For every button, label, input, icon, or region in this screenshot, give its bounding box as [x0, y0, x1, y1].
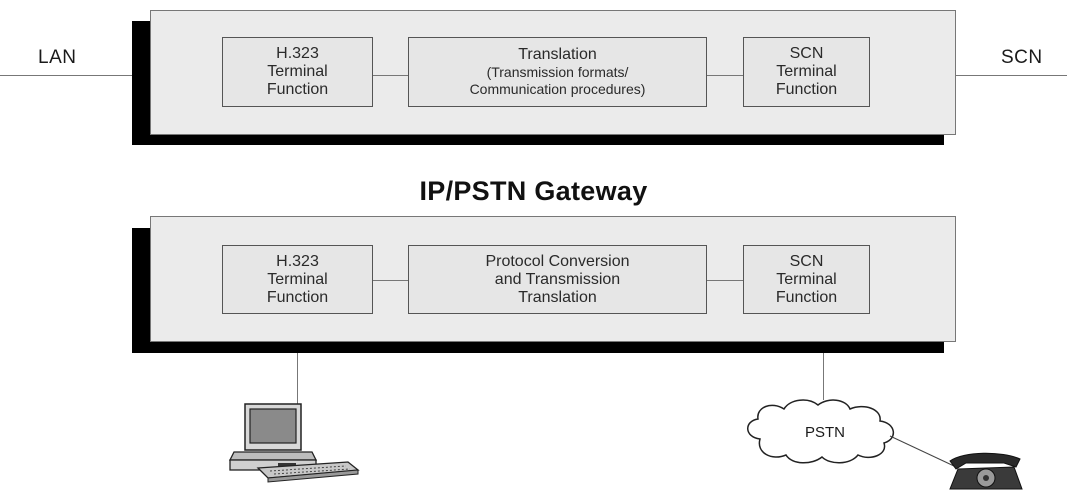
box-text-line: (Transmission formats/ — [486, 64, 629, 80]
lan-connection-line — [0, 75, 222, 76]
box-text-line: Terminal — [776, 63, 837, 80]
scn-label: SCN — [1001, 47, 1043, 68]
box-text-line: Terminal — [267, 270, 328, 288]
box-text-line: Protocol Conversion — [485, 252, 630, 270]
gateway-title: IP/PSTN Gateway — [419, 176, 648, 206]
box-text-line: SCN — [789, 45, 824, 62]
box-text-line: and Transmission — [494, 270, 621, 288]
bottom-h323-terminal-function-box: H.323 Terminal Function — [222, 245, 373, 314]
pstn-cloud-icon — [747, 399, 894, 464]
box-text-line: Function — [775, 288, 838, 306]
pstn-cloud-label: PSTN — [805, 424, 846, 441]
box-text-line: Translation — [518, 46, 597, 63]
top-link-line-2 — [707, 75, 743, 76]
box-text-line: Communication procedures) — [469, 81, 646, 97]
top-h323-terminal-function-box: H.323 Terminal Function — [222, 37, 373, 107]
top-translation-box: Translation (Transmission formats/ Commu… — [408, 37, 707, 107]
box-text-line: H.323 — [276, 45, 319, 62]
bottom-link-line-2 — [707, 280, 743, 281]
top-link-line-1 — [373, 75, 408, 76]
box-text-line: SCN — [789, 252, 824, 270]
phone-cord-line — [889, 435, 955, 467]
bottom-protocol-conversion-box: Protocol Conversion and Transmission Tra… — [408, 245, 707, 314]
rotary-telephone-icon — [949, 452, 1023, 490]
bottom-link-line-1 — [373, 280, 408, 281]
box-text-line: Terminal — [267, 63, 328, 80]
desktop-computer-icon — [228, 403, 360, 483]
bottom-scn-terminal-function-box: SCN Terminal Function — [743, 245, 870, 314]
box-text-line: H.323 — [276, 252, 319, 270]
box-text-line: Translation — [518, 288, 597, 306]
box-text-line: Terminal — [776, 270, 837, 288]
box-text-line: Function — [266, 288, 329, 306]
top-scn-terminal-function-box: SCN Terminal Function — [743, 37, 870, 107]
scn-connection-line — [870, 75, 1067, 76]
box-text-line: Function — [775, 81, 838, 98]
lan-label: LAN — [38, 47, 77, 68]
computer-connection-line — [297, 305, 298, 407]
box-text-line: Function — [266, 81, 329, 98]
